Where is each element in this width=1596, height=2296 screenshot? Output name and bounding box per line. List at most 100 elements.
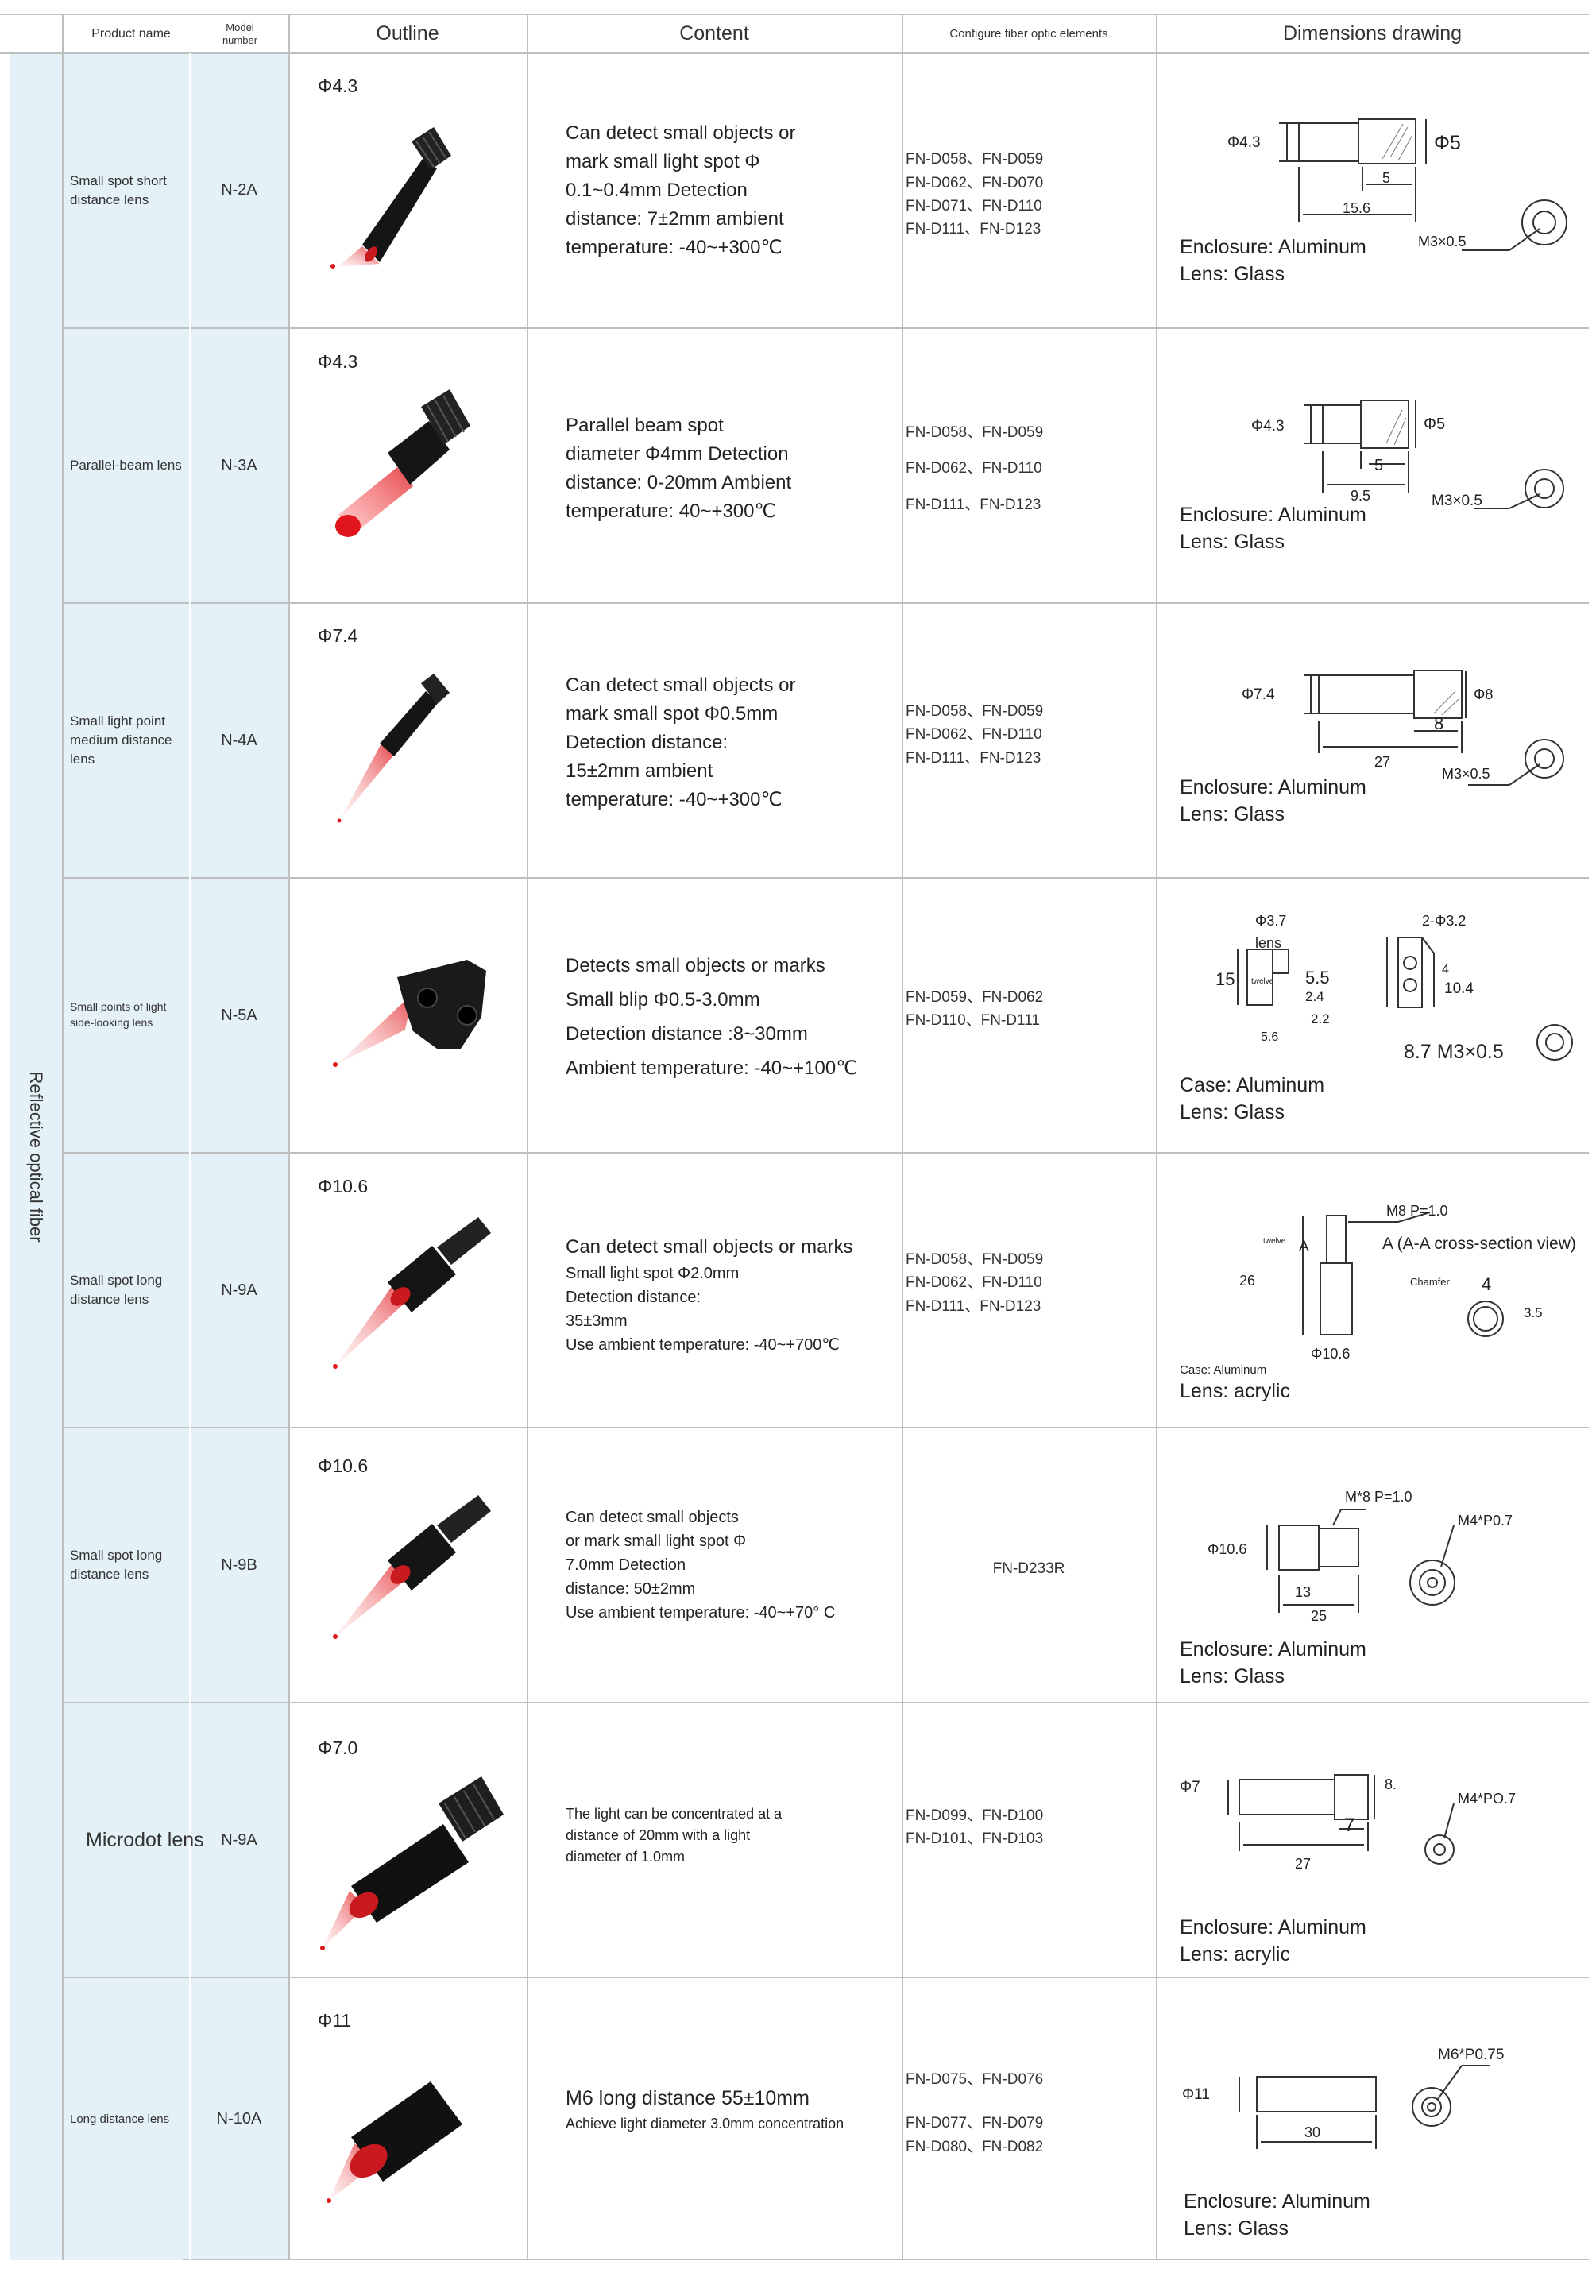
model-number: N-4A xyxy=(221,731,257,749)
dim-label: Φ10.6 xyxy=(1208,1541,1246,1557)
dimension-drawing: Φ4.3 Φ5 9.5 5 M3×0.5 xyxy=(1251,400,1564,509)
row-band-3 xyxy=(62,604,288,877)
content-line: Achieve light diameter 3.0mm concentrati… xyxy=(566,2116,844,2132)
category-column: Reflective optical fiber xyxy=(10,53,62,2260)
content-line: 0.1~0.4mm Detection xyxy=(566,180,748,201)
content-line: distance of 20mm with a light xyxy=(566,1826,751,1843)
header-product-name: Product name xyxy=(91,27,171,41)
content-text: Can detect small objects or mark small l… xyxy=(566,111,883,270)
material-line: Lens: acrylic xyxy=(1180,1942,1290,1966)
dim-label: 4 xyxy=(1442,963,1449,976)
product-name: Microdot lens xyxy=(86,1828,204,1851)
material-line: Lens: Glass xyxy=(1180,1664,1285,1687)
dim-label: Φ5 xyxy=(1424,416,1445,433)
row-band-2 xyxy=(62,329,288,602)
content-line: distance: 0-20mm Ambient xyxy=(566,472,792,493)
light-spot xyxy=(327,2198,331,2203)
dim-label: 2-Φ3.2 xyxy=(1422,913,1466,929)
light-spot xyxy=(333,1364,338,1369)
outline-diameter-label: Φ10.6 xyxy=(318,1176,369,1196)
dim-label: 8. xyxy=(1385,1776,1397,1792)
light-spot xyxy=(320,1946,325,1950)
dimension-drawing: Φ3.7 lens 15 twelve 5.5 2.4 2.2 5.6 2-Φ3… xyxy=(1215,913,1573,1063)
thread-section xyxy=(437,1495,491,1543)
column-divider xyxy=(189,53,191,2260)
dim-label: 5 xyxy=(1382,170,1390,186)
row-band-1 xyxy=(62,53,288,327)
dim-label: 5.6 xyxy=(1261,1030,1278,1044)
material-line: Lens: Glass xyxy=(1180,802,1285,825)
material-line: Lens: Glass xyxy=(1184,2217,1289,2240)
lens-outline-image xyxy=(333,1217,491,1369)
dim-label: 27 xyxy=(1295,1856,1311,1872)
product-name: Small spot long distance lens xyxy=(70,1273,163,1307)
light-spot xyxy=(333,1062,338,1067)
dim-label: lens xyxy=(1255,935,1281,951)
dim-label: Φ8 xyxy=(1474,686,1493,702)
table-bottom-border xyxy=(183,2259,1589,2260)
fiber-line: FN-D111、FN-D123 xyxy=(906,496,1041,513)
fiber-line: FN-D233R xyxy=(992,1560,1065,1578)
fiber-line: FN-D058、FN-D059 xyxy=(906,151,1044,168)
fiber-line: FN-D080、FN-D082 xyxy=(906,2138,1044,2155)
material-info: Enclosure: Aluminum Lens: Glass xyxy=(1180,234,1366,288)
dimension-drawing: Φ11 30 M6*P0.75 xyxy=(1182,2047,1504,2149)
product-name: Small light point medium distance lens xyxy=(70,713,172,767)
column-divider xyxy=(902,14,903,2260)
content-line: diameter of 1.0mm xyxy=(566,1848,686,1865)
content-line: Use ambient temperature: -40~+70° C xyxy=(566,1604,836,1622)
content-line: Can detect small objects or marks xyxy=(566,1236,853,1258)
content-line: Detection distance :8~30mm xyxy=(566,1023,808,1045)
content-line: Can detect small objects or xyxy=(566,674,796,696)
model-number: N-9B xyxy=(221,1556,257,1574)
dim-label: Φ7.4 xyxy=(1242,686,1275,703)
material-line: Enclosure: Aluminum xyxy=(1180,236,1366,258)
fiber-line: FN-D099、FN-D100 xyxy=(906,1807,1044,1824)
content-line: Detection distance: xyxy=(566,1289,701,1306)
outline-diameter-label: Φ4.3 xyxy=(318,75,358,96)
light-beam xyxy=(340,744,394,820)
header-fiber-elements: Configure fiber optic elements xyxy=(949,26,1108,41)
content-line: Can detect small objects xyxy=(566,1509,739,1526)
dim-label: M3×0.5 xyxy=(1418,234,1467,249)
side-lens-body xyxy=(397,960,486,1049)
thread-section xyxy=(437,1217,491,1265)
content-line: Can detect small objects or xyxy=(566,122,796,144)
content-line: distance: 50±2mm xyxy=(566,1580,696,1598)
content-line: The light can be concentrated at a xyxy=(566,1805,783,1822)
content-line: temperature: -40~+300℃ xyxy=(566,237,783,258)
model-number: N-5A xyxy=(221,1006,257,1024)
lens-outline-image xyxy=(335,389,470,537)
lens-face xyxy=(349,1892,379,1919)
material-line: Lens: Glass xyxy=(1180,1100,1285,1123)
material-info: Case: Aluminum Lens: Glass xyxy=(1180,1073,1324,1127)
header-content: Content xyxy=(679,22,749,45)
dimension-drawing: Φ4.3 Φ5 15.6 5 M3×0.5 xyxy=(1227,118,1567,251)
column-divider xyxy=(62,14,64,2260)
light-spot xyxy=(330,264,335,269)
fiber-line: FN-D058、FN-D059 xyxy=(906,1250,1044,1268)
dimension-drawing: M*8 P=1.0 M4*P0.7 Φ10.6 13 25 xyxy=(1208,1489,1513,1624)
light-beam xyxy=(335,1564,408,1637)
content-line: temperature: 40~+300℃ xyxy=(566,501,776,522)
dim-label: M3×0.5 xyxy=(1432,493,1482,509)
lens-knurl xyxy=(412,127,451,170)
fiber-line: FN-D077、FN-D079 xyxy=(906,2115,1044,2132)
content-line: temperature: -40~+300℃ xyxy=(566,789,783,810)
header-bottom-border xyxy=(0,52,1589,54)
fiber-line: FN-D111、FN-D123 xyxy=(906,1297,1041,1315)
light-beam xyxy=(338,246,380,267)
lens-outline-image xyxy=(320,1776,504,1950)
content-line: Detects small objects or marks xyxy=(566,954,825,976)
dim-label: 27 xyxy=(1374,754,1390,770)
fiber-line: FN-D059、FN-D062 xyxy=(906,988,1044,1006)
dim-label: Φ4.3 xyxy=(1251,418,1285,435)
content-line: mark small light spot Φ xyxy=(566,151,760,172)
material-line: Enclosure: Aluminum xyxy=(1180,1916,1366,1938)
dimension-drawing: M8 P=1.0 twelve A A (A-A cross-section v… xyxy=(1239,1203,1576,1362)
dim-label: M4*P0.7 xyxy=(1458,1513,1513,1529)
content-line: or mark small light spot Φ xyxy=(566,1533,747,1550)
material-line: Enclosure: Aluminum xyxy=(1180,504,1366,526)
fiber-line: FN-D062、FN-D110 xyxy=(906,726,1042,744)
dim-label: M3×0.5 xyxy=(1442,766,1490,782)
